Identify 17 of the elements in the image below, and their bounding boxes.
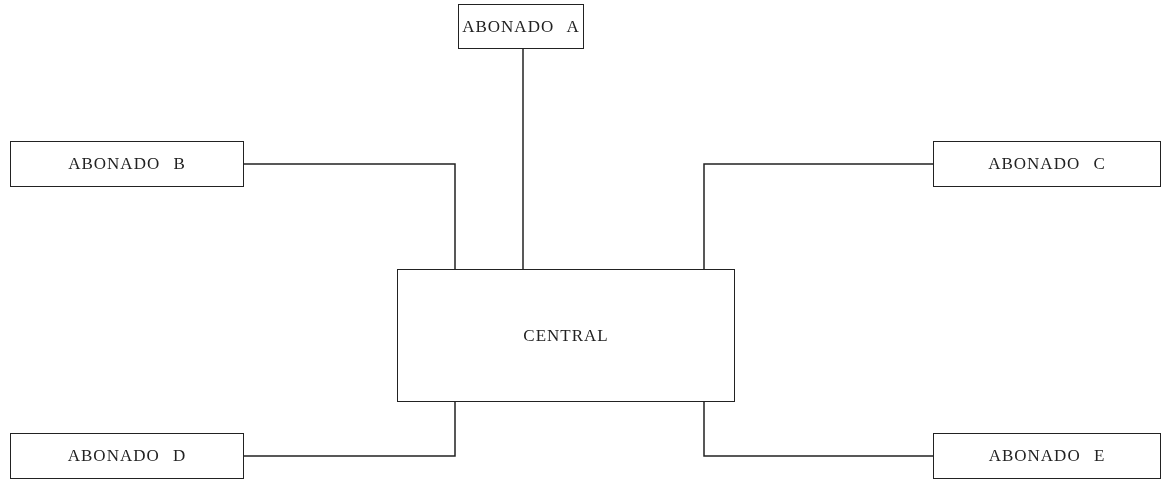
- node-label: ABONADO E: [988, 446, 1106, 466]
- connector-line: [243, 401, 456, 457]
- node-box: [10, 141, 244, 187]
- node-label: ABONADO A: [462, 16, 580, 37]
- node-box: [397, 269, 735, 402]
- connector-line: [243, 163, 456, 270]
- node-label: ABONADO B: [68, 154, 186, 174]
- connector-line: [522, 48, 524, 270]
- node-box: [933, 141, 1161, 187]
- node-box: [933, 433, 1161, 479]
- node-label: ABONADO C: [988, 154, 1106, 174]
- node-box: [458, 4, 584, 49]
- node-box: [10, 433, 244, 479]
- connector-line: [703, 163, 934, 270]
- node-label: ABONADO D: [67, 446, 187, 466]
- connector-line: [703, 401, 934, 457]
- node-label: CENTRAL: [523, 325, 609, 346]
